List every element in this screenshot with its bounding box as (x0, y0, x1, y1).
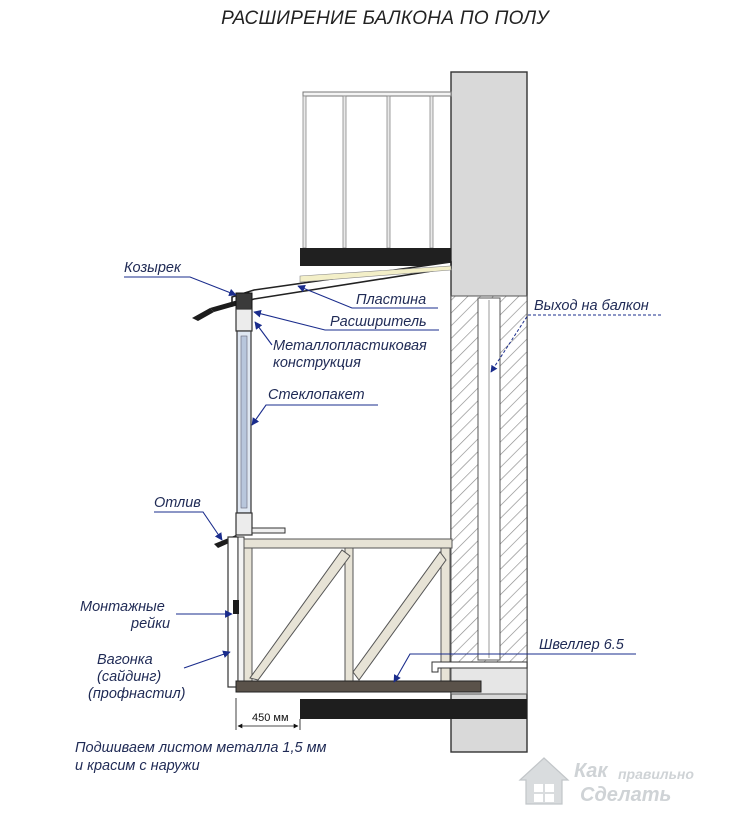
label-vyhod: Выход на балкон (534, 298, 649, 314)
house-logo-icon (518, 757, 570, 805)
watermark-word3: Сделать (580, 784, 671, 806)
leader-vyhod (490, 314, 661, 373)
extension-frame (227, 536, 528, 693)
leader-rasshiritel (253, 309, 439, 331)
leader-vagonka (183, 650, 231, 669)
dimension-450 (235, 698, 301, 730)
window-frame (235, 308, 286, 536)
watermark: Как правильно Сделать (518, 757, 694, 806)
label-kozyrek: Козырек (124, 260, 182, 276)
dimension-label: 450 мм (252, 712, 289, 724)
label-rasshiritel: Расширитель (330, 314, 427, 330)
leader-otliv (154, 511, 223, 541)
label-shveller: Швеллер 6.5 (539, 637, 625, 653)
label-vagonka-line2: (сайдинг) (97, 669, 161, 685)
label-metal-line2: конструкция (273, 355, 361, 371)
canopy (192, 261, 452, 321)
leader-shveller (393, 653, 636, 683)
label-vagonka-line1: Вагонка (97, 652, 153, 668)
label-vagonka-line3: (профнастил) (88, 686, 186, 702)
label-plastina: Пластина (356, 292, 426, 308)
leader-plastina (297, 285, 438, 309)
leader-kozyrek (124, 276, 237, 297)
label-montazh-line2: рейки (130, 616, 170, 632)
label-montazh-line1: Монтажные (80, 599, 165, 615)
upper-balcony-slab (300, 248, 451, 266)
building-wall (450, 71, 528, 753)
label-steklopaket: Стеклопакет (268, 387, 365, 403)
diagram-title: РАСШИРЕНИЕ БАЛКОНА ПО ПОЛУ (221, 8, 550, 29)
label-podshiv-line1: Подшиваем листом металла 1,5 мм (75, 740, 327, 756)
watermark-word1: Как (574, 760, 608, 782)
leader-steklopaket (251, 404, 378, 426)
upper-balcony-railing (302, 91, 452, 249)
label-metal-line1: Металлопластиковая (273, 338, 427, 354)
label-podshiv-line2: и красим с наружи (75, 758, 200, 774)
lower-balcony-slab (300, 699, 527, 719)
label-otliv: Отлив (154, 495, 201, 511)
watermark-word2: правильно (618, 766, 694, 782)
leader-metal (254, 321, 273, 346)
